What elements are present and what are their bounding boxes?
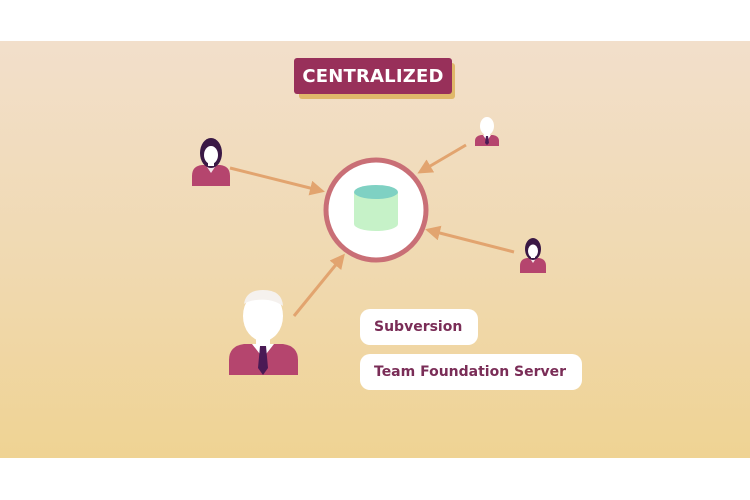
man-user-icon — [229, 290, 298, 375]
woman-user-icon — [192, 138, 230, 186]
arrow-user-4-to-server — [292, 253, 345, 317]
title-badge: CENTRALIZED — [294, 58, 455, 99]
arrow-user-1-to-server — [229, 166, 325, 196]
system-label-subversion: Subversion — [360, 309, 478, 345]
man-user-icon — [475, 117, 499, 146]
arrow-user-3-to-server — [425, 225, 515, 254]
system-label-tfs: Team Foundation Server — [360, 354, 582, 390]
arrow-user-2-to-server — [417, 143, 467, 174]
central-server — [323, 157, 429, 263]
database-icon — [354, 185, 398, 231]
diagram-title: CENTRALIZED — [294, 58, 452, 94]
woman-user-icon — [520, 238, 546, 273]
